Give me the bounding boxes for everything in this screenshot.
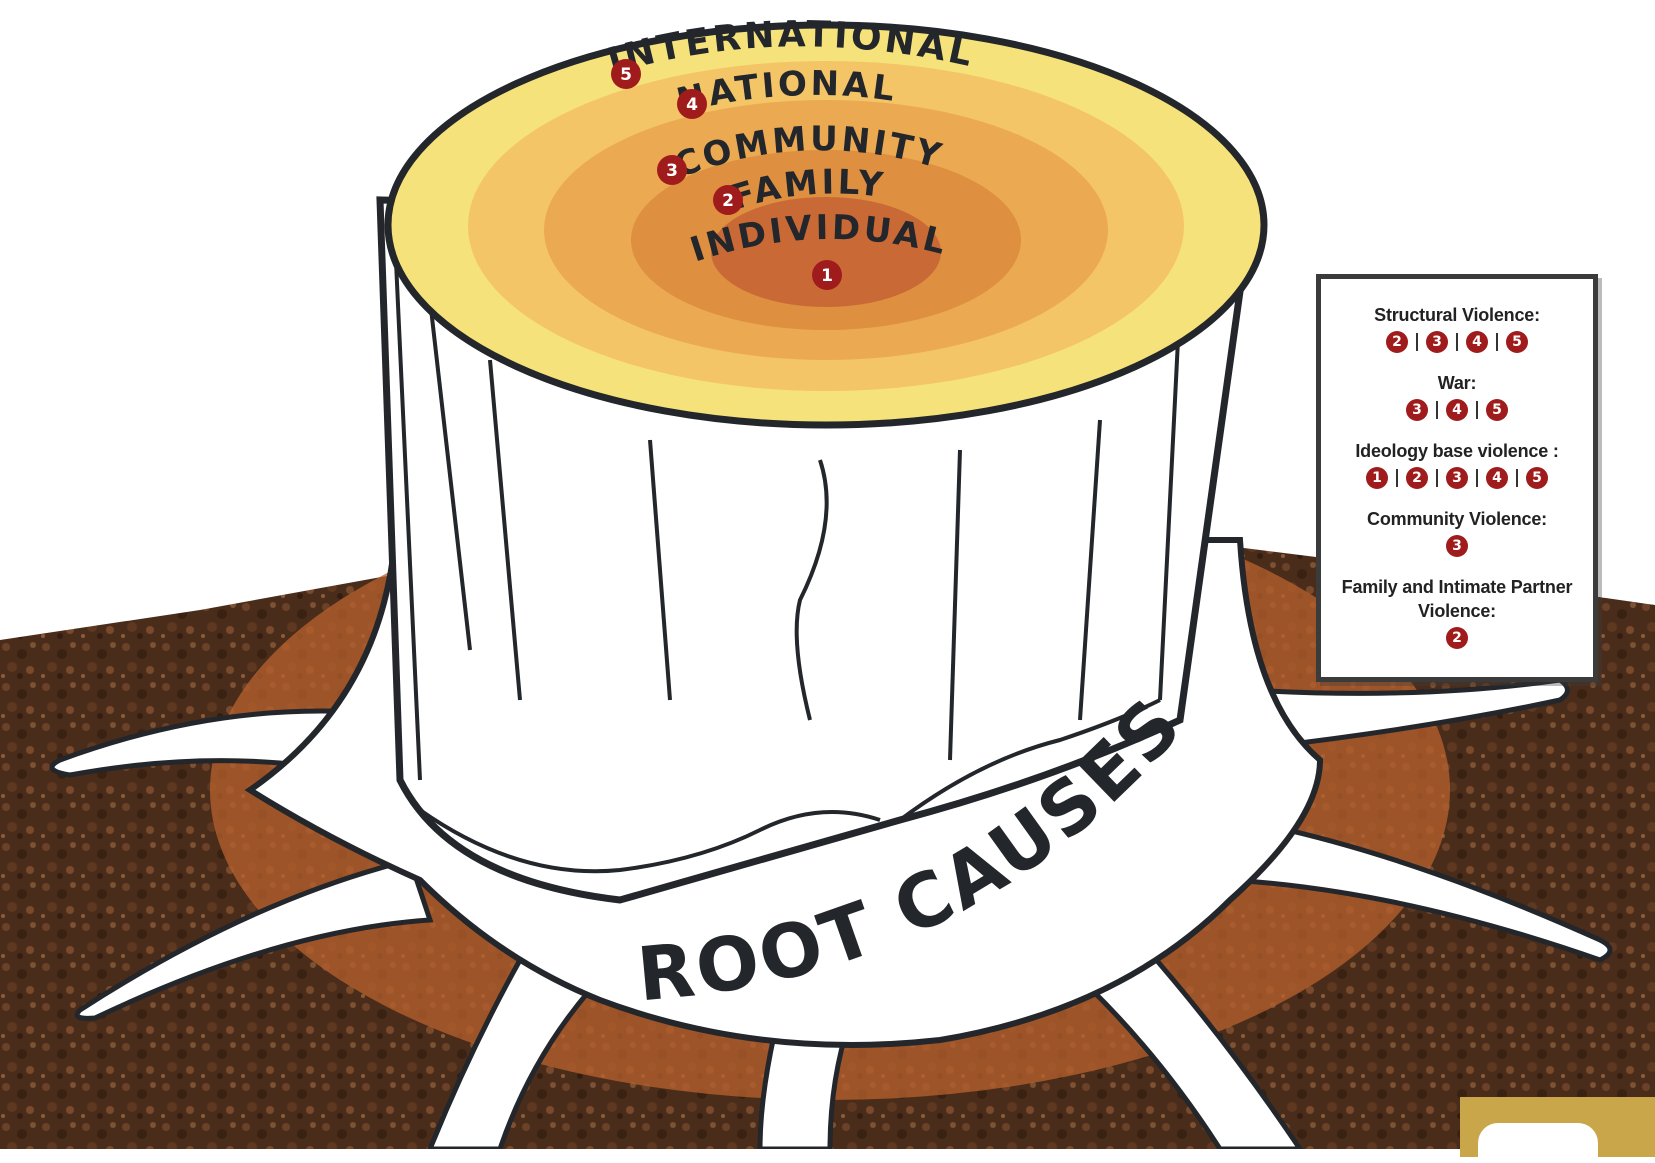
svg-text:5: 5 — [620, 65, 632, 85]
numbered-circle-icon: 4 — [677, 89, 707, 119]
numbered-circle-icon: 3 — [657, 155, 687, 185]
numbered-circle-icon: 2 — [713, 185, 743, 215]
level-separator — [1476, 469, 1478, 487]
legend-group: War: 345 — [1406, 371, 1508, 421]
level-separator — [1516, 469, 1518, 487]
level-separator — [1456, 333, 1458, 351]
logo-corner — [1460, 1097, 1655, 1157]
legend-levels: 345 — [1406, 399, 1508, 421]
svg-text:2: 2 — [722, 191, 734, 211]
legend-title: Family and Intimate Partner Violence: — [1327, 575, 1587, 623]
violence-type-legend: Structural Violence:2345War:345Ideology … — [1316, 274, 1598, 682]
legend-title: Community Violence: — [1367, 507, 1547, 531]
numbered-circle-icon: 5 — [1506, 331, 1528, 353]
svg-text:1: 1 — [821, 266, 833, 286]
numbered-circle-icon: 1 — [1366, 467, 1388, 489]
level-separator — [1476, 401, 1478, 419]
legend-levels: 2 — [1327, 627, 1587, 649]
legend-title: Ideology base violence : — [1355, 439, 1558, 463]
numbered-circle-icon: 4 — [1486, 467, 1508, 489]
numbered-circle-icon: 3 — [1426, 331, 1448, 353]
level-separator — [1436, 401, 1438, 419]
legend-group: Community Violence: 3 — [1367, 507, 1547, 557]
level-separator — [1416, 333, 1418, 351]
numbered-circle-icon: 5 — [1526, 467, 1548, 489]
numbered-circle-icon: 3 — [1406, 399, 1428, 421]
numbered-circle-icon: 4 — [1446, 399, 1468, 421]
legend-group: Structural Violence: 2345 — [1374, 303, 1540, 353]
numbered-circle-icon: 1 — [812, 260, 842, 290]
level-separator — [1496, 333, 1498, 351]
legend-title: Structural Violence: — [1374, 303, 1540, 327]
level-separator — [1436, 469, 1438, 487]
numbered-circle-icon: 5 — [1486, 399, 1508, 421]
svg-text:4: 4 — [686, 95, 698, 115]
numbered-circle-icon: 2 — [1386, 331, 1408, 353]
numbered-circle-icon: 2 — [1406, 467, 1428, 489]
legend-levels: 2345 — [1374, 331, 1540, 353]
legend-group: Ideology base violence : 12345 — [1355, 439, 1558, 489]
svg-text:3: 3 — [666, 161, 678, 181]
numbered-circle-icon: 3 — [1446, 535, 1468, 557]
numbered-circle-icon: 3 — [1446, 467, 1468, 489]
legend-levels: 12345 — [1355, 467, 1558, 489]
legend-levels: 3 — [1367, 535, 1547, 557]
legend-title: War: — [1406, 371, 1508, 395]
level-separator — [1396, 469, 1398, 487]
legend-group: Family and Intimate Partner Violence: 2 — [1327, 575, 1587, 649]
numbered-circle-icon: 5 — [611, 59, 641, 89]
numbered-circle-icon: 4 — [1466, 331, 1488, 353]
numbered-circle-icon: 2 — [1446, 627, 1468, 649]
